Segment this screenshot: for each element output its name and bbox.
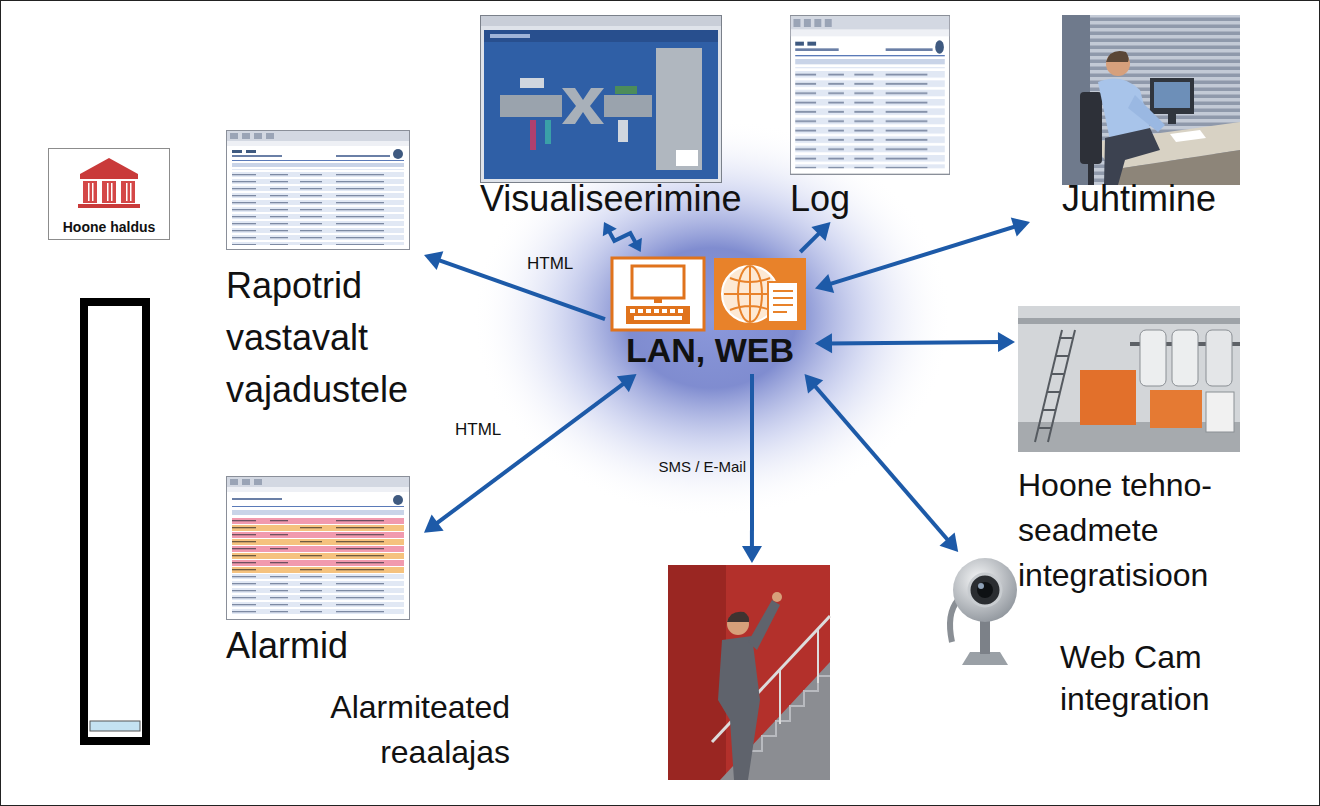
control-panel: Juhtimine: [1030, 14, 1260, 222]
network-icons: [612, 258, 806, 330]
connector-arrow: [815, 332, 1015, 353]
report-screenshot: [227, 131, 410, 250]
equipment-panel: Hoone tehno- seadmete integratisioon: [1015, 305, 1260, 605]
node-label: Rapotrid vastavalt vajadustele: [226, 260, 424, 417]
visualisation-panel: Visualiseerimine: [478, 14, 758, 222]
node-label: Juhtimine: [1062, 180, 1260, 218]
building-icon: [78, 158, 140, 208]
connector-arrow: [815, 217, 1030, 293]
side-bar: [84, 302, 146, 741]
webcam-panel: Web Cam integration: [945, 552, 1011, 667]
arrow-head: [815, 274, 834, 293]
edge-label-holder: HTML: [455, 420, 519, 440]
node-label: Alarmid: [226, 626, 424, 666]
sms-alert-panel: Alarmiteated reaalajas: [668, 563, 832, 781]
visualisation-screenshot: [481, 16, 722, 183]
alarms-panel: Alarmid: [224, 474, 424, 670]
alarm-screenshot: [227, 477, 410, 620]
connector-line: [608, 229, 637, 244]
arrow-head: [603, 222, 617, 236]
node-label: Web Cam integration: [1060, 637, 1250, 720]
arrow-head: [940, 533, 959, 552]
node-label: Hoone haldus: [49, 219, 169, 236]
node-label: Visualiseerimine: [480, 180, 756, 218]
node-label: Alarmiteated reaalajas: [315, 685, 510, 775]
log-panel: Log: [788, 14, 958, 222]
node-label: Log: [790, 180, 956, 218]
connector-line: [434, 381, 627, 526]
connector-line: [812, 383, 950, 543]
reports-panel: Rapotrid vastavalt vajadustele: [224, 128, 424, 428]
connector-arrow: [805, 374, 959, 552]
arrow-head: [617, 374, 637, 392]
connector-line: [826, 226, 1018, 286]
connector-arrow: [603, 222, 642, 252]
arrow-head: [424, 251, 443, 270]
arrow-head: [742, 546, 762, 563]
arrow-head: [811, 222, 830, 241]
building-admin-icon: Hoone haldus: [48, 148, 170, 240]
log-screenshot: [790, 16, 949, 175]
webcam-icon: [950, 558, 1017, 665]
alert-photo: [668, 565, 830, 780]
arrow-head: [998, 332, 1015, 352]
arrow-head: [815, 333, 832, 353]
edge-label-holder: SMS / E-Mail: [638, 458, 746, 476]
arrow-head: [805, 374, 824, 393]
arrow-head: [424, 515, 444, 533]
arrow-head: [628, 238, 642, 252]
edge-label: SMS / E-Mail: [638, 458, 746, 476]
node-label: Hoone tehno- seadmete integratisioon: [1018, 463, 1260, 597]
connector-arrow: [424, 374, 637, 533]
edge-label-holder: HTML: [527, 254, 591, 274]
arrow-head: [1011, 217, 1030, 236]
equipment-photo: [1018, 306, 1240, 452]
edge-label: HTML: [527, 254, 591, 274]
operator-photo: [1062, 15, 1240, 185]
node-label: LAN, WEB: [605, 332, 815, 369]
connector-line: [750, 374, 754, 551]
connector-line: [435, 259, 605, 319]
connector-line: [827, 342, 1003, 343]
network-hub: LAN, WEB: [605, 252, 815, 374]
edge-label: HTML: [455, 420, 519, 440]
connector-arrow: [800, 222, 830, 252]
connector-arrow: [424, 251, 605, 319]
